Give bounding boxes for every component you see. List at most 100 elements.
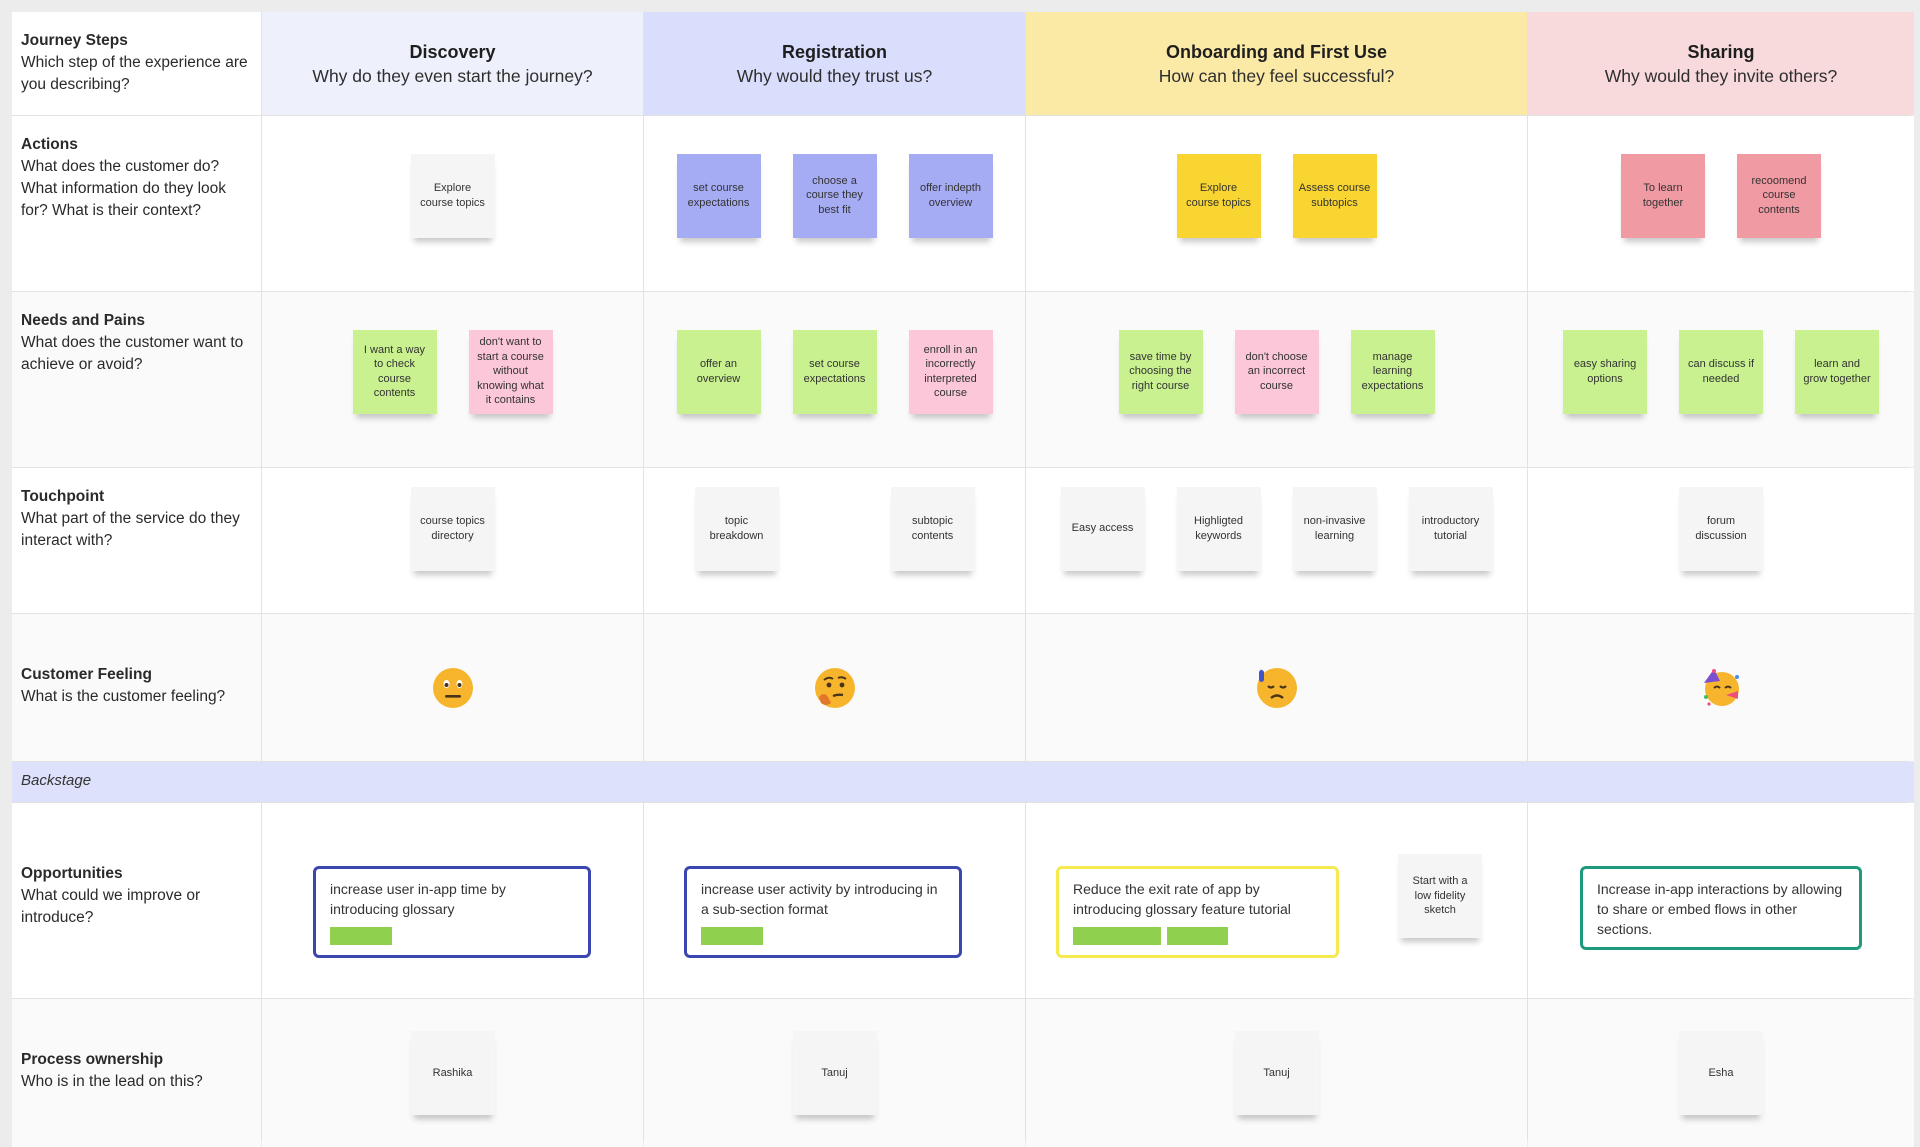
feeling-registration: [644, 614, 1025, 761]
row-subtitle: Which step of the experience are you des…: [21, 54, 248, 93]
neutral-face-icon[interactable]: [432, 667, 474, 709]
row-title: Actions: [21, 136, 78, 153]
stage-question: Why do they even start the journey?: [312, 66, 593, 86]
row-label-customer-feeling: Customer Feeling What is the customer fe…: [12, 614, 261, 761]
stage-title: Discovery: [409, 42, 496, 62]
touchpoints-sharing: forum discussion: [1528, 468, 1914, 613]
journey-map-board: Journey Steps Which step of the experien…: [12, 12, 1914, 1147]
opportunity-card[interactable]: increase user in-app time by introducing…: [313, 866, 591, 958]
sticky-note[interactable]: don't want to start a course without kno…: [468, 329, 553, 414]
tag-label[interactable]: [1073, 927, 1161, 945]
row-label-needs-pains: Needs and Pains What does the customer w…: [12, 292, 261, 467]
sticky-note[interactable]: can discuss if needed: [1679, 329, 1763, 414]
sticky-note[interactable]: offer an overview: [676, 329, 761, 414]
sticky-note[interactable]: Start with a low fidelity sketch: [1398, 854, 1482, 938]
stage-header-discovery[interactable]: Discovery Why do they even start the jou…: [262, 12, 643, 115]
sticky-note[interactable]: Highligted keywords: [1176, 486, 1261, 571]
opportunities-sharing: Increase in-app interactions by allowing…: [1528, 803, 1914, 998]
opportunity-text: Increase in-app interactions by allowing…: [1597, 881, 1843, 937]
row-title: Process ownership: [21, 1051, 164, 1068]
actions-discovery: Explore course topics: [262, 116, 643, 291]
opportunity-text: Reduce the exit rate of app by introduci…: [1073, 881, 1291, 917]
sticky-note[interactable]: set course expectations: [792, 329, 877, 414]
feeling-sharing: [1528, 614, 1914, 761]
row-subtitle: What could we improve or introduce?: [21, 887, 201, 926]
stage-title: Onboarding and First Use: [1165, 42, 1388, 62]
sticky-note[interactable]: enroll in an incorrectly interpreted cou…: [908, 329, 993, 414]
sticky-note[interactable]: Tanuj: [1234, 1031, 1319, 1115]
sticky-note[interactable]: subtopic contents: [890, 486, 975, 571]
row-subtitle: What does the customer do? What informat…: [21, 158, 227, 219]
row-label-process-ownership: Process ownership Who is in the lead on …: [12, 999, 261, 1147]
sticky-note[interactable]: learn and grow together: [1795, 329, 1879, 414]
stage-header-registration[interactable]: Registration Why would they trust us?: [644, 12, 1025, 115]
row-subtitle: What does the customer want to achieve o…: [21, 334, 244, 373]
opportunity-text: increase user in-app time by introducing…: [330, 881, 506, 917]
tag-label[interactable]: [1167, 927, 1228, 945]
sticky-note[interactable]: introductory tutorial: [1408, 486, 1493, 571]
sticky-note[interactable]: topic breakdown: [694, 486, 779, 571]
party-face-icon[interactable]: [1700, 667, 1742, 709]
row-title: Needs and Pains: [21, 312, 146, 329]
touchpoints-onboarding: Easy access Highligted keywords non-inva…: [1026, 468, 1527, 613]
row-label-opportunities: Opportunities What could we improve or i…: [12, 803, 261, 998]
stage-question: Why would they invite others?: [1604, 66, 1838, 86]
sticky-note[interactable]: Explore course topics: [410, 153, 495, 238]
tag-label[interactable]: [330, 927, 392, 945]
sticky-note[interactable]: Assess course subtopics: [1292, 153, 1377, 238]
stage-header-sharing[interactable]: Sharing Why would they invite others?: [1528, 12, 1914, 115]
sticky-note[interactable]: Explore course topics: [1176, 153, 1261, 238]
feeling-onboarding: [1026, 614, 1527, 761]
sticky-note[interactable]: recoomend course contents: [1737, 153, 1821, 238]
touchpoints-registration: topic breakdown subtopic contents: [644, 468, 1025, 613]
row-label-touchpoint: Touchpoint What part of the service do t…: [12, 468, 261, 613]
sticky-note[interactable]: Rashika: [410, 1031, 495, 1115]
worried-sweat-face-icon[interactable]: [1256, 667, 1298, 709]
opportunities-onboarding: Reduce the exit rate of app by introduci…: [1026, 803, 1527, 998]
sticky-note[interactable]: choose a course they best fit: [792, 153, 877, 238]
sticky-note[interactable]: To learn together: [1621, 153, 1705, 238]
stage-title: Sharing: [1687, 42, 1755, 62]
opportunities-registration: increase user activity by introducing in…: [644, 803, 1025, 998]
row-title: Opportunities: [21, 865, 123, 882]
thinking-face-icon[interactable]: [814, 667, 856, 709]
row-subtitle: Who is in the lead on this?: [21, 1073, 203, 1090]
row-subtitle: What is the customer feeling?: [21, 688, 226, 705]
owner-onboarding: Tanuj: [1026, 999, 1527, 1147]
sticky-note[interactable]: manage learning expectations: [1350, 329, 1435, 414]
row-subtitle: What part of the service do they interac…: [21, 510, 240, 549]
stage-question: How can they feel successful?: [1158, 66, 1395, 86]
stage-title: Registration: [781, 42, 887, 62]
sticky-note[interactable]: easy sharing options: [1563, 329, 1647, 414]
backstage-band: [262, 762, 643, 802]
sticky-note[interactable]: don't choose an incorrect course: [1234, 329, 1319, 414]
stage-header-onboarding[interactable]: Onboarding and First Use How can they fe…: [1026, 12, 1527, 115]
needs-onboarding: save time by choosing the right course d…: [1026, 292, 1527, 467]
opportunity-text: increase user activity by introducing in…: [701, 881, 938, 917]
opportunity-card[interactable]: increase user activity by introducing in…: [684, 866, 962, 958]
sticky-note[interactable]: save time by choosing the right course: [1118, 329, 1203, 414]
sticky-note[interactable]: Easy access: [1060, 486, 1145, 571]
row-title: Journey Steps: [21, 32, 128, 49]
sticky-note[interactable]: set course expectations: [676, 153, 761, 238]
backstage-band: [1528, 762, 1914, 802]
sticky-note[interactable]: forum discussion: [1679, 486, 1763, 571]
tag-label[interactable]: [701, 927, 763, 945]
backstage-band: [644, 762, 1025, 802]
opportunity-card[interactable]: Increase in-app interactions by allowing…: [1580, 866, 1862, 950]
owner-discovery: Rashika: [262, 999, 643, 1147]
sticky-note[interactable]: I want a way to check course contents: [352, 329, 437, 414]
sticky-note[interactable]: non-invasive learning: [1292, 486, 1377, 571]
actions-registration: set course expectations choose a course …: [644, 116, 1025, 291]
needs-sharing: easy sharing options can discuss if need…: [1528, 292, 1914, 467]
feeling-discovery: [262, 614, 643, 761]
row-title: Customer Feeling: [21, 666, 152, 683]
actions-sharing: To learn together recoomend course conte…: [1528, 116, 1914, 291]
backstage-band: [1026, 762, 1527, 802]
sticky-note[interactable]: offer indepth overview: [908, 153, 993, 238]
sticky-note[interactable]: Esha: [1679, 1031, 1763, 1115]
sticky-note[interactable]: Tanuj: [792, 1031, 877, 1115]
sticky-note[interactable]: course topics directory: [410, 486, 495, 571]
opportunity-card[interactable]: Reduce the exit rate of app by introduci…: [1056, 866, 1339, 958]
owner-sharing: Esha: [1528, 999, 1914, 1147]
